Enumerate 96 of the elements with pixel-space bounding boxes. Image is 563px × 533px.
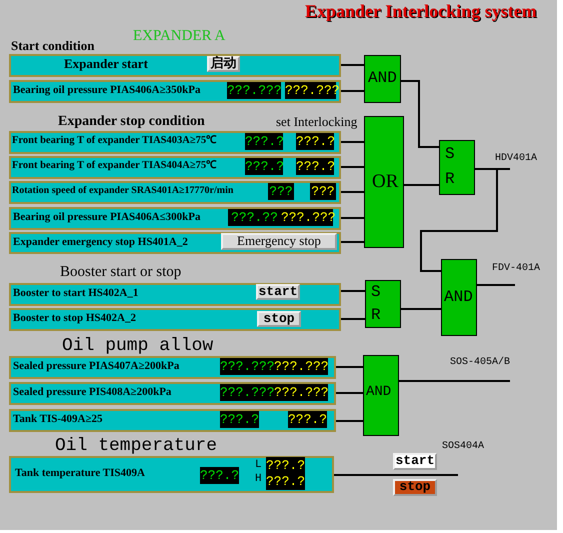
connector-line: [341, 90, 364, 92]
logic-gate: [364, 55, 401, 103]
gate-label: S: [371, 283, 381, 301]
row-label: Front bearing T of expander TIAS403A≥75℃: [12, 134, 216, 148]
page-title: Expander Interlocking system: [305, 1, 537, 21]
value-display: ???.?: [245, 133, 283, 150]
section-heading: Oil temperature: [55, 436, 218, 456]
value-display: ???.?: [288, 411, 327, 428]
connector-line: [336, 392, 363, 394]
row-label: Sealed pressure PIS408A≥200kPa: [13, 385, 172, 399]
push-button: start: [256, 284, 300, 300]
connector-line: [341, 141, 364, 143]
connector-line: [336, 366, 363, 368]
signal-row: [9, 409, 336, 432]
row-label: Sealed pressure PIAS407A≥200kPa: [13, 359, 180, 373]
section-heading: Start condition: [11, 38, 94, 53]
signal-row: [9, 283, 341, 306]
gate-label: AND: [368, 69, 397, 87]
push-button: 启动: [207, 56, 240, 72]
value-display: ???.???: [220, 384, 274, 401]
gate-label: AND: [444, 288, 473, 306]
gate-label: OR: [372, 173, 398, 191]
signal-row: [9, 356, 336, 379]
signal-label: FDV-401A: [492, 263, 540, 275]
gate-caption: set Interlocking: [276, 114, 358, 129]
signal-row: [9, 80, 341, 103]
signal-row: [9, 181, 341, 204]
value-display: ???.?: [266, 457, 305, 474]
limit-label: H: [255, 473, 262, 485]
signal-row: [9, 308, 341, 331]
row-label: Rotation speed of expander SRAS401A≥17770r/min: [12, 184, 234, 198]
push-button: Emergency stop: [221, 233, 337, 250]
connector-line: [341, 217, 364, 219]
value-display: ???.?: [245, 158, 283, 175]
limit-label: L: [255, 459, 262, 471]
row-label: Front bearing T of expander TIAS404A≥75℃: [12, 159, 216, 173]
signal-label: HDV401A: [495, 153, 538, 165]
section-heading: Oil pump allow: [62, 336, 214, 356]
connector-line: [341, 191, 364, 193]
connector-line: [336, 420, 363, 422]
gate-label: R: [371, 306, 381, 324]
value-display: ???.???: [274, 358, 328, 375]
row-label: Expander emergency stop HS401A_2: [13, 235, 188, 249]
connector-line: [401, 308, 441, 310]
value-display: ???.??: [228, 209, 281, 226]
row-label: Booster to stop HS402A_2: [13, 311, 136, 325]
logic-gate: [363, 355, 399, 436]
row-label: Bearing oil pressure PIAS406A≤300kPa: [13, 210, 200, 224]
connector-line: [477, 284, 515, 286]
connector-line: [341, 241, 364, 243]
gate-label: AND: [366, 383, 392, 401]
value-display: ???.???: [274, 384, 328, 401]
signal-row: [9, 54, 341, 77]
gate-label: S: [445, 145, 455, 163]
logic-gate: [365, 280, 401, 328]
push-button: stop: [257, 311, 301, 327]
logic-gate: [364, 116, 404, 248]
gate-label: R: [445, 170, 455, 188]
logic-gate: [439, 140, 475, 195]
signal-row: [9, 131, 341, 154]
section-heading: Expander stop condition: [58, 114, 205, 130]
value-display: ???.?: [296, 133, 334, 150]
value-display: ???: [310, 183, 336, 200]
connector-line: [399, 380, 510, 382]
value-display: ???: [268, 183, 294, 200]
stop-button: stop: [393, 479, 437, 496]
signal-label: SOS404A: [442, 441, 484, 453]
connector-line: [420, 168, 498, 272]
connector-line: [341, 318, 365, 320]
signal-row: [9, 232, 341, 254]
value-display: ???.???: [220, 358, 274, 375]
unit-heading: EXPANDER A: [133, 28, 226, 45]
logic-gate: [441, 259, 477, 336]
row-label: Expander start: [64, 57, 148, 71]
value-display: ???.?: [296, 158, 334, 175]
signal-row: [9, 207, 341, 230]
signal-row: [9, 456, 334, 493]
start-button: start: [393, 453, 437, 470]
connector-line: [334, 474, 458, 476]
connector-line: [401, 80, 439, 148]
connector-line: [341, 166, 364, 168]
connector-line: [341, 290, 365, 292]
connector-line: [341, 64, 364, 66]
value-display: ???.?: [200, 467, 239, 484]
row-label: Tank TIS-409A≥25: [13, 412, 102, 426]
connector-line: [404, 184, 439, 186]
value-display: ???.?: [220, 411, 259, 428]
row-label: Booster to start HS402A_1: [13, 286, 138, 300]
signal-row: [9, 382, 336, 405]
section-heading: Booster start or stop: [60, 264, 182, 281]
row-label: Bearing oil pressure PIAS406A≥350kPa: [13, 83, 200, 97]
row-label: Tank temperature TIS409A: [15, 466, 145, 480]
value-display: ???.???: [227, 82, 281, 99]
signal-row: [9, 156, 341, 179]
signal-label: SOS-405A/B: [450, 357, 510, 369]
value-display: ???.?: [266, 473, 305, 490]
